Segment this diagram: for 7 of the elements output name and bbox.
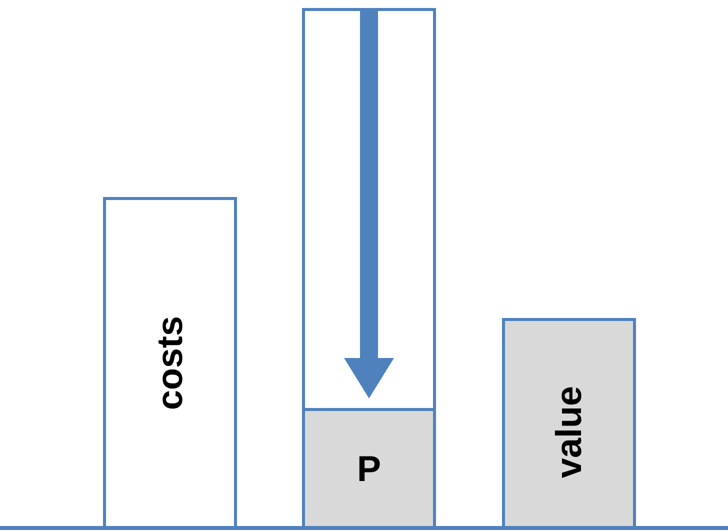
bar xyxy=(302,408,436,529)
bar xyxy=(103,197,237,529)
arrow xyxy=(344,10,394,398)
bar xyxy=(502,318,636,529)
bar-label: value xyxy=(551,386,587,478)
bar-label: P xyxy=(356,450,381,486)
bar-label: costs xyxy=(152,316,188,410)
